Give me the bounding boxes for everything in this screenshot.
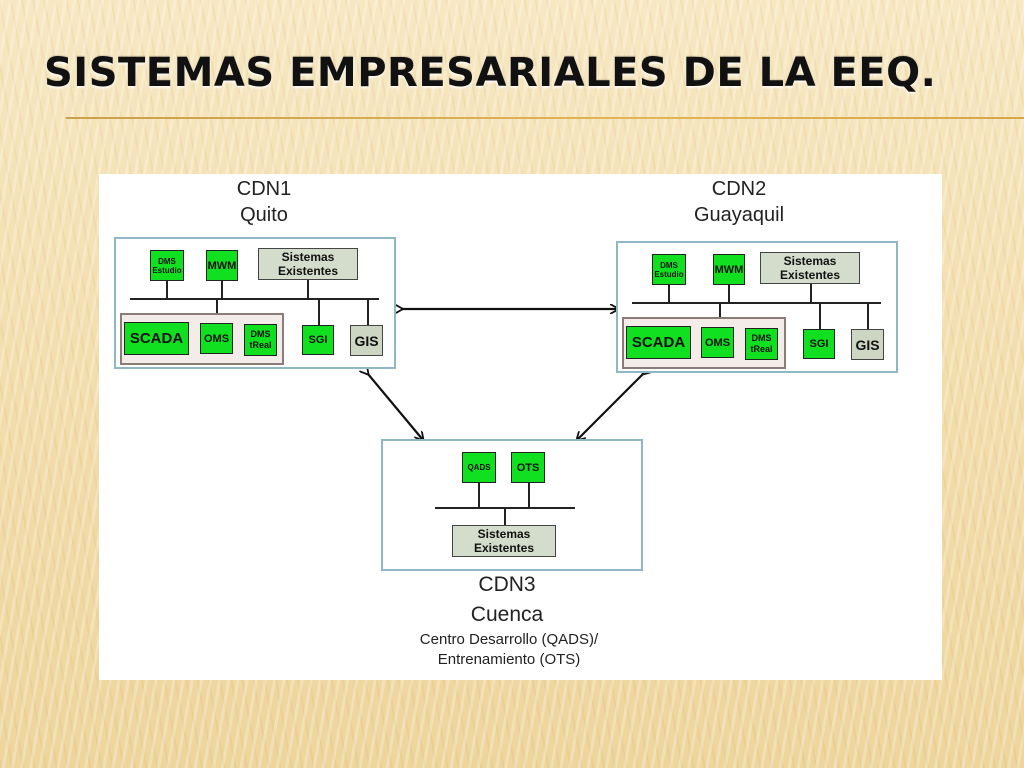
cdn2-gis-box: GIS [851,329,884,360]
arrow-cdn2-cdn3 [577,374,643,440]
cdn2-city: Guayaquil [693,204,785,226]
cdn2-oms-box: OMS [701,327,734,358]
connection-arrows [99,174,942,680]
cdn2-bus [632,302,881,304]
cdn1-city: Quito [240,204,288,226]
cdn2-scada-box: SCADA [626,326,691,359]
cdn1-name: CDN1 [236,178,292,200]
cdn3-city: Cuenca [470,603,544,626]
cdn1-oms-box: OMS [200,323,233,354]
cdn2-sgi-box: SGI [803,329,835,359]
cdn2-mwm-box: MWM [713,254,745,285]
arrow-cdn1-cdn3 [368,374,423,440]
diagram-panel: CDN1 Quito DMS Estudio MWM Sistemas Exis… [99,174,942,680]
cdn1-dms-estudio-box: DMS Estudio [150,250,184,281]
title-divider [66,117,1024,119]
cdn1-sgi-box: SGI [302,325,334,355]
cdn3-caption: Centro Desarrollo (QADS)/ Entrenamiento … [419,631,599,668]
cdn3-sistemas-existentes-box: Sistemas Existentes [452,525,556,557]
cdn1-scada-box: SCADA [124,322,189,355]
cdn1-label: CDN1 Quito [209,176,319,228]
cdn2-name: CDN2 [711,178,767,200]
cdn1-bus [130,298,379,300]
slide-title: SISTEMAS EMPRESARIALES DE LA EEQ. [44,50,937,96]
cdn1-dms-treal-box: DMS tReal [244,324,277,356]
cdn2-label: CDN2 Guayaquil [669,176,809,228]
cdn3-label: CDN3 Cuenca [452,570,562,630]
cdn1-sistemas-existentes-box: Sistemas Existentes [258,248,358,280]
cdn3-name: CDN3 [478,573,536,596]
cdn1-gis-box: GIS [350,325,383,356]
cdn2-dms-estudio-box: DMS Estudio [652,254,686,285]
cdn2-sistemas-existentes-box: Sistemas Existentes [760,252,860,284]
cdn3-qads-box: QADS [462,452,496,483]
cdn1-mwm-box: MWM [206,250,238,281]
cdn3-bus [435,507,575,509]
cdn3-ots-box: OTS [511,452,545,483]
cdn2-dms-treal-box: DMS tReal [745,328,778,360]
